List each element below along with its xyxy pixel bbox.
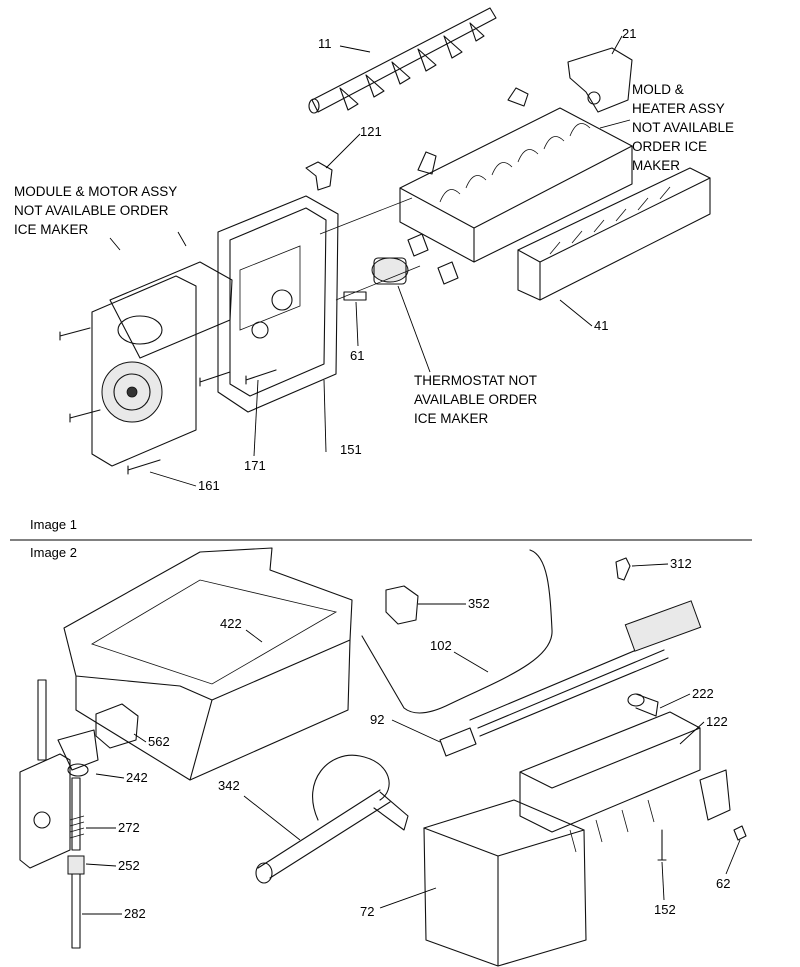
label-562: 562 bbox=[148, 734, 170, 749]
water-valve-assembly bbox=[19, 679, 99, 949]
wire-arm-102 bbox=[361, 549, 553, 714]
label-62: 62 bbox=[716, 876, 730, 891]
clip-222 bbox=[627, 693, 659, 717]
switch-562 bbox=[95, 703, 139, 749]
wiring-harness bbox=[439, 600, 702, 757]
label-11: 11 bbox=[318, 36, 332, 51]
note-thermo-line2: AVAILABLE ORDER bbox=[414, 392, 538, 407]
thermostat bbox=[371, 233, 459, 285]
pin-61 bbox=[343, 291, 367, 301]
label-422: 422 bbox=[220, 616, 242, 631]
mold-heater-assembly bbox=[399, 87, 633, 263]
ice-maker-122 bbox=[519, 711, 731, 853]
label-242: 242 bbox=[126, 770, 148, 785]
screws bbox=[59, 327, 277, 475]
ice-bin-422 bbox=[63, 547, 353, 781]
note-mold-heater: MOLD & HEATER ASSY NOT AVAILABLE ORDER I… bbox=[599, 82, 734, 173]
label-151: 151 bbox=[340, 442, 362, 457]
label-252: 252 bbox=[118, 858, 140, 873]
label-272: 272 bbox=[118, 820, 140, 835]
label-161: 161 bbox=[198, 478, 220, 493]
callouts-image2: 312 352 422 102 562 222 92 122 242 342 2… bbox=[82, 556, 741, 921]
caption-image2: Image 2 bbox=[30, 545, 77, 560]
label-352: 352 bbox=[468, 596, 490, 611]
fastener-312 bbox=[615, 557, 631, 581]
label-171: 171 bbox=[244, 458, 266, 473]
clip-121 bbox=[305, 161, 333, 191]
assembly-axis bbox=[319, 197, 421, 301]
note-module-line3: ICE MAKER bbox=[14, 222, 89, 237]
housing-151 bbox=[217, 195, 339, 413]
label-92: 92 bbox=[370, 712, 384, 727]
label-282: 282 bbox=[124, 906, 146, 921]
label-102: 102 bbox=[430, 638, 452, 653]
label-72: 72 bbox=[360, 904, 374, 919]
note-mold-line1: MOLD & bbox=[632, 82, 684, 97]
ejector-blade-11 bbox=[308, 7, 497, 114]
label-122: 122 bbox=[706, 714, 728, 729]
bracket-352 bbox=[385, 585, 419, 625]
label-121: 121 bbox=[360, 124, 382, 139]
note-mold-line5: MAKER bbox=[632, 158, 680, 173]
note-module-line1: MODULE & MOTOR ASSY bbox=[14, 184, 177, 199]
label-21: 21 bbox=[622, 26, 636, 41]
note-module-motor: MODULE & MOTOR ASSY NOT AVAILABLE ORDER … bbox=[14, 184, 187, 251]
note-mold-line3: NOT AVAILABLE bbox=[632, 120, 734, 135]
caption-image1: Image 1 bbox=[30, 517, 77, 532]
front-cover-72 bbox=[423, 799, 587, 967]
label-222: 222 bbox=[692, 686, 714, 701]
note-thermostat: THERMOSTAT NOT AVAILABLE ORDER ICE MAKER bbox=[397, 285, 538, 426]
label-312: 312 bbox=[670, 556, 692, 571]
note-mold-line4: ORDER ICE bbox=[632, 139, 707, 154]
note-thermo-line3: ICE MAKER bbox=[414, 411, 489, 426]
screw-152 bbox=[657, 829, 667, 861]
callouts-image1: 11 21 121 41 61 151 171 161 bbox=[149, 26, 636, 493]
screw-62 bbox=[733, 825, 747, 841]
clip-21 bbox=[567, 47, 633, 113]
note-mold-line2: HEATER ASSY bbox=[632, 101, 725, 116]
module-motor-assembly bbox=[91, 261, 233, 467]
label-61: 61 bbox=[350, 348, 364, 363]
note-thermo-line1: THERMOSTAT NOT bbox=[414, 373, 537, 388]
label-342: 342 bbox=[218, 778, 240, 793]
note-module-line2: NOT AVAILABLE ORDER bbox=[14, 203, 169, 218]
label-152: 152 bbox=[654, 902, 676, 917]
label-41: 41 bbox=[594, 318, 608, 333]
fill-tube-342 bbox=[255, 754, 409, 884]
shield-41 bbox=[517, 167, 711, 301]
